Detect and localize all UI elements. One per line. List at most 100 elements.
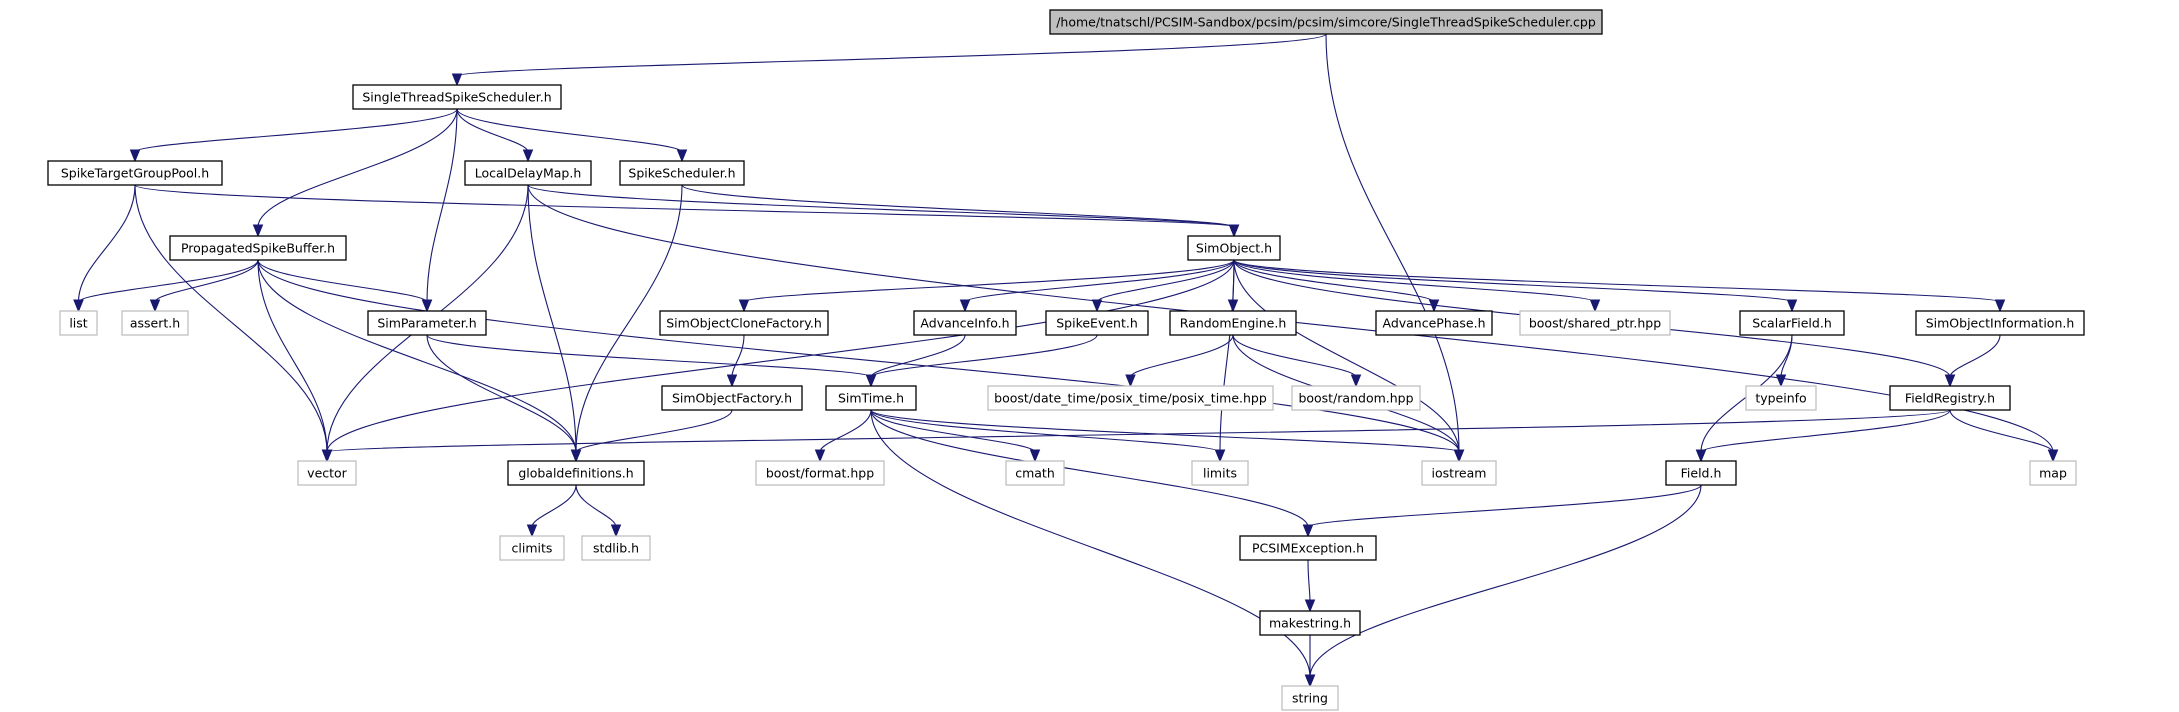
node-box bbox=[1281, 685, 1339, 711]
node-sp[interactable]: SimParameter.h bbox=[367, 310, 487, 336]
edge-field-to-string bbox=[1304, 484, 1702, 688]
edge-ms-to-string bbox=[1304, 635, 1316, 688]
edge-st-to-limits bbox=[870, 409, 1226, 463]
edge-so-to-ai bbox=[959, 259, 1235, 313]
node-sf[interactable]: ScalarField.h bbox=[1739, 310, 1845, 336]
node-label: limits bbox=[1203, 466, 1237, 481]
node-box bbox=[367, 310, 487, 336]
edge-sof-to-gd bbox=[570, 409, 733, 463]
node-label: string bbox=[1292, 691, 1328, 706]
node-stss_h[interactable]: SingleThreadSpikeScheduler.h bbox=[352, 84, 562, 110]
node-ss[interactable]: SpikeScheduler.h bbox=[619, 160, 745, 186]
node-box bbox=[1375, 310, 1493, 336]
node-box bbox=[1239, 535, 1377, 561]
node-box bbox=[1187, 235, 1281, 261]
node-box bbox=[1259, 610, 1361, 636]
edge-so-to-se bbox=[1091, 259, 1235, 313]
node-climits: climits bbox=[499, 535, 565, 561]
node-brand: boost/random.hpp bbox=[1291, 385, 1421, 411]
node-string: string bbox=[1281, 685, 1339, 711]
node-box bbox=[1005, 460, 1065, 486]
node-root[interactable]: /home/tnatschl/PCSIM-Sandbox/pcsim/pcsim… bbox=[1049, 9, 1603, 35]
node-ap[interactable]: AdvancePhase.h bbox=[1375, 310, 1493, 336]
node-label: iostream bbox=[1432, 466, 1487, 481]
edge-gd-to-stdlib bbox=[575, 484, 622, 538]
node-se[interactable]: SpikeEvent.h bbox=[1045, 310, 1149, 336]
edge-stgp-to-list bbox=[73, 184, 136, 313]
node-gd[interactable]: globaldefinitions.h bbox=[507, 460, 645, 486]
edge-re-to-bdt bbox=[1125, 334, 1234, 388]
node-label: list bbox=[69, 316, 87, 331]
node-label: climits bbox=[512, 541, 553, 556]
edge-so-to-bsp bbox=[1233, 259, 1601, 313]
node-vector: vector bbox=[297, 460, 357, 486]
node-ti: typeinfo bbox=[1745, 385, 1817, 411]
node-box bbox=[1049, 9, 1603, 35]
edge-psb-to-gd bbox=[257, 259, 582, 463]
node-box bbox=[499, 535, 565, 561]
node-box bbox=[352, 84, 562, 110]
node-box bbox=[121, 310, 189, 336]
node-fr[interactable]: FieldRegistry.h bbox=[1889, 385, 2011, 411]
node-box bbox=[59, 310, 98, 336]
node-label: PCSIMException.h bbox=[1252, 541, 1364, 556]
node-assert: assert.h bbox=[121, 310, 189, 336]
node-label: AdvancePhase.h bbox=[1382, 316, 1485, 331]
edge-so-to-soi bbox=[1233, 259, 2006, 313]
node-box bbox=[1421, 460, 1497, 486]
node-st[interactable]: SimTime.h bbox=[825, 385, 917, 411]
node-psb[interactable]: PropagatedSpikeBuffer.h bbox=[169, 235, 347, 261]
node-box bbox=[1169, 310, 1297, 336]
node-socf[interactable]: SimObjectCloneFactory.h bbox=[659, 310, 829, 336]
node-label: SimParameter.h bbox=[377, 316, 476, 331]
edge-ss-to-so bbox=[681, 184, 1240, 238]
edge-st-to-iostream bbox=[870, 409, 1465, 463]
node-label: boost/format.hpp bbox=[766, 466, 874, 481]
edge-re-to-brand bbox=[1232, 334, 1362, 388]
node-label: /home/tnatschl/PCSIM-Sandbox/pcsim/pcsim… bbox=[1056, 15, 1596, 30]
node-so[interactable]: SimObject.h bbox=[1187, 235, 1281, 261]
edge-field-to-pe bbox=[1302, 484, 1702, 538]
edge-stss_h-to-psb bbox=[252, 108, 458, 238]
edge-socf-to-sof bbox=[726, 334, 745, 388]
node-ms[interactable]: makestring.h bbox=[1259, 610, 1361, 636]
node-label: SimObjectInformation.h bbox=[1926, 316, 2075, 331]
node-list: list bbox=[59, 310, 98, 336]
node-label: SingleThreadSpikeScheduler.h bbox=[362, 90, 551, 105]
node-label: boost/random.hpp bbox=[1298, 391, 1413, 406]
node-label: boost/date_time/posix_time/posix_time.hp… bbox=[994, 391, 1267, 406]
node-ai[interactable]: AdvanceInfo.h bbox=[913, 310, 1017, 336]
node-label: stdlib.h bbox=[593, 541, 639, 556]
edge-gd-to-climits bbox=[526, 484, 577, 538]
node-box bbox=[581, 535, 651, 561]
edge-se-to-st bbox=[865, 334, 1098, 388]
edge-st-to-cmath bbox=[870, 409, 1041, 463]
node-re[interactable]: RandomEngine.h bbox=[1169, 310, 1297, 336]
node-limits: limits bbox=[1191, 460, 1249, 486]
node-sof[interactable]: SimObjectFactory.h bbox=[661, 385, 803, 411]
edge-so-to-socf bbox=[738, 259, 1235, 313]
file-nodes: /home/tnatschl/PCSIM-Sandbox/pcsim/pcsim… bbox=[47, 9, 2085, 711]
node-box bbox=[47, 160, 223, 186]
node-stgp[interactable]: SpikeTargetGroupPool.h bbox=[47, 160, 223, 186]
node-label: SimObjectCloneFactory.h bbox=[666, 316, 822, 331]
node-field[interactable]: Field.h bbox=[1665, 460, 1737, 486]
node-box bbox=[1889, 385, 2011, 411]
node-box bbox=[1519, 310, 1671, 336]
node-box bbox=[755, 460, 885, 486]
node-box bbox=[661, 385, 803, 411]
node-label: FieldRegistry.h bbox=[1905, 391, 1995, 406]
node-box bbox=[507, 460, 645, 486]
node-soi[interactable]: SimObjectInformation.h bbox=[1915, 310, 2085, 336]
edge-st-to-bfmt bbox=[814, 409, 872, 463]
edge-ldm-to-so bbox=[527, 184, 1240, 238]
node-pe[interactable]: PCSIMException.h bbox=[1239, 535, 1377, 561]
edge-psb-to-vector bbox=[257, 259, 333, 463]
node-label: SpikeTargetGroupPool.h bbox=[61, 166, 209, 181]
node-ldm[interactable]: LocalDelayMap.h bbox=[464, 160, 592, 186]
node-label: SimObjectFactory.h bbox=[672, 391, 792, 406]
node-label: makestring.h bbox=[1269, 616, 1351, 631]
node-box bbox=[169, 235, 347, 261]
node-bsp: boost/shared_ptr.hpp bbox=[1519, 310, 1671, 336]
